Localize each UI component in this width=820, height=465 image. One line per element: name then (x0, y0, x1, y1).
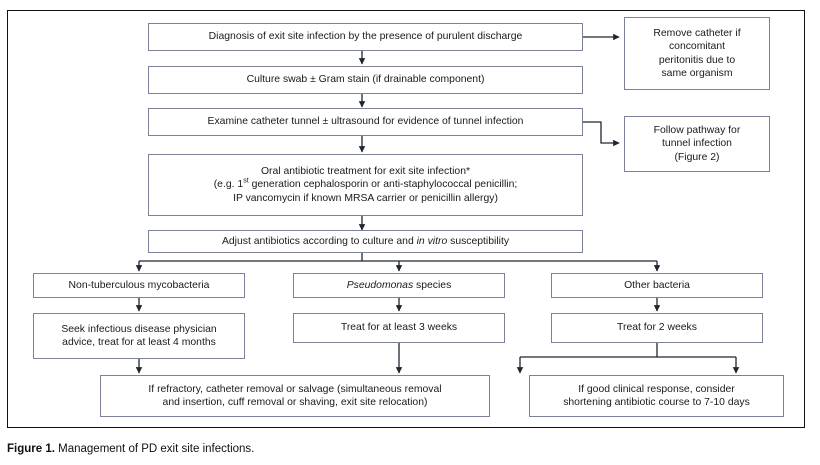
node-seek-physician-label: Seek infectious disease physician advice… (61, 323, 217, 348)
node-other-bacteria[interactable]: Other bacteria (551, 273, 763, 298)
node-examine-tunnel[interactable]: Examine catheter tunnel ± ultrasound for… (148, 108, 583, 136)
node-refractory-label: If refractory, catheter removal or salva… (148, 383, 442, 408)
node-good-response[interactable]: If good clinical response, consider shor… (529, 375, 784, 417)
node-adjust-antibiotics[interactable]: Adjust antibiotics according to culture … (148, 230, 583, 253)
node-seek-physician[interactable]: Seek infectious disease physician advice… (33, 313, 245, 359)
figure-caption: Figure 1. Management of PD exit site inf… (7, 443, 707, 455)
node-examine-tunnel-label: Examine catheter tunnel ± ultrasound for… (207, 116, 524, 128)
node-pseudomonas[interactable]: Pseudomonas species (293, 273, 505, 298)
node-culture-swab[interactable]: Culture swab ± Gram stain (if drainable … (148, 66, 583, 94)
node-follow-pathway[interactable]: Follow pathway for tunnel infection (Fig… (624, 116, 770, 172)
node-oral-antibiotic-label: Oral antibiotic treatment for exit site … (213, 166, 518, 204)
figure-caption-text: Management of PD exit site infections. (54, 443, 255, 455)
node-diagnosis[interactable]: Diagnosis of exit site infection by the … (148, 23, 583, 51)
node-treat-3-weeks[interactable]: Treat for at least 3 weeks (293, 313, 505, 343)
node-adjust-antibiotics-label: Adjust antibiotics according to culture … (221, 235, 510, 247)
node-treat-2-weeks[interactable]: Treat for 2 weeks (551, 313, 763, 343)
node-remove-catheter[interactable]: Remove catheter if concomitant peritonit… (624, 17, 770, 90)
node-refractory[interactable]: If refractory, catheter removal or salva… (100, 375, 490, 417)
node-remove-catheter-label: Remove catheter if concomitant peritonit… (653, 27, 741, 79)
node-pseudomonas-label: Pseudomonas species (346, 279, 452, 291)
node-treat-2-weeks-label: Treat for 2 weeks (617, 322, 697, 334)
node-treat-3-weeks-label: Treat for at least 3 weeks (340, 322, 458, 334)
node-other-bacteria-label: Other bacteria (624, 279, 690, 291)
node-culture-swab-label: Culture swab ± Gram stain (if drainable … (246, 74, 485, 86)
node-non-tuberculous[interactable]: Non-tuberculous mycobacteria (33, 273, 245, 298)
node-oral-antibiotic[interactable]: Oral antibiotic treatment for exit site … (148, 154, 583, 216)
node-good-response-label: If good clinical response, consider shor… (563, 383, 750, 408)
figure-caption-label: Figure 1. (7, 443, 55, 455)
node-diagnosis-label: Diagnosis of exit site infection by the … (208, 31, 523, 43)
node-follow-pathway-label: Follow pathway for tunnel infection (Fig… (653, 125, 741, 163)
node-non-tuberculous-label: Non-tuberculous mycobacteria (68, 279, 210, 291)
